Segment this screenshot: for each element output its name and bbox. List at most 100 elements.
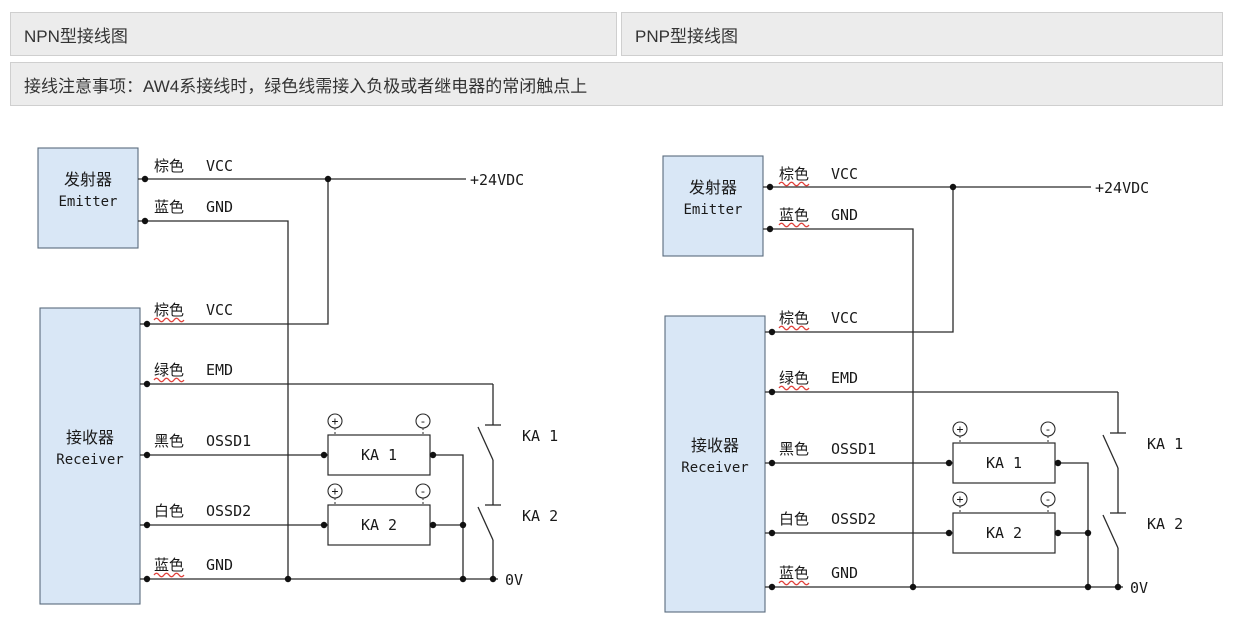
relay-ka1-label: KA 1 [361, 446, 397, 464]
nc-contact-ka1 [477, 424, 501, 461]
switch-ka1-label: KA 1 [522, 427, 558, 445]
minus-sign: - [420, 484, 427, 498]
relay-ka1-box [327, 434, 431, 476]
emitter-label-cn: 发射器 [64, 171, 112, 189]
junction-dot [143, 380, 151, 388]
npn-wiring-diagram: 发射器 Emitter 接收器 Receiver KA 1 KA 2 + - [37, 147, 558, 605]
spellcheck-squiggle [778, 580, 810, 586]
ka1-plus-terminal: + [952, 421, 968, 443]
receiver-label-cn: 接收器 [66, 429, 114, 447]
relay-ka2-label: KA 2 [361, 516, 397, 534]
wire-emitter-gnd [763, 228, 914, 587]
junction-dot [459, 575, 467, 583]
plus-sign: + [332, 484, 339, 498]
ka2-plus-terminal: + [327, 483, 343, 505]
relay-ka2-box [952, 512, 1056, 554]
relay-ka1-label: KA 1 [986, 454, 1022, 472]
wires [763, 186, 1123, 588]
junction-dot [324, 175, 332, 183]
wire-receiver-vcc [140, 179, 329, 325]
junction-dot [141, 217, 149, 225]
relay-ka2-box [327, 504, 431, 546]
contact-blade [1102, 434, 1119, 469]
ka1-minus-terminal: - [1040, 421, 1056, 443]
junction-dot [143, 320, 151, 328]
junction-dot [143, 451, 151, 459]
junction-dot [489, 575, 497, 583]
minus-sign: - [1045, 492, 1052, 506]
spellcheck-squiggle [778, 222, 810, 228]
wiring-note-text: 接线注意事项：AW4系接线时，绿色线需接入负极或者继电器的常闭触点上 [24, 76, 588, 96]
junction-dot [1054, 459, 1062, 467]
receiver-label-cn: 接收器 [691, 437, 739, 455]
contact-blade [1102, 514, 1119, 549]
nc-contact-ka2 [1102, 512, 1126, 549]
plus-sign: + [332, 414, 339, 428]
pnp-section-header: PNP型接线图 [621, 12, 1223, 56]
npn-section-header: NPN型接线图 [10, 12, 617, 56]
pnp-wiring-diagram: 发射器 Emitter 接收器 Receiver KA 1 KA 2 + - [662, 155, 1183, 613]
junction-dot [1084, 529, 1092, 537]
zero-volt-label: 0V [1130, 579, 1148, 597]
receiver-label-en: Receiver [681, 460, 748, 476]
junction-dot [768, 459, 776, 467]
junction-dot [320, 451, 328, 459]
receiver-label-en: Receiver [56, 452, 123, 468]
switch-ka2-label: KA 2 [522, 507, 558, 525]
wire-receiver-vcc [765, 187, 954, 333]
junction-dot [320, 521, 328, 529]
ka1-minus-terminal: - [415, 413, 431, 435]
nc-contact-ka2 [477, 504, 501, 541]
relay-ka2-label: KA 2 [986, 524, 1022, 542]
wires [138, 178, 498, 580]
spellcheck-squiggle [778, 385, 810, 391]
junction-dot [909, 583, 917, 591]
ka2-minus-terminal: - [415, 483, 431, 505]
wire-emitter-gnd [138, 220, 289, 579]
spellcheck-squiggle [778, 325, 810, 331]
junction-dot [768, 328, 776, 336]
emitter-box [662, 155, 764, 257]
junction-dot [459, 521, 467, 529]
emitter-label-en: Emitter [683, 202, 742, 218]
junction-dot [1114, 583, 1122, 591]
minus-sign: - [420, 414, 427, 428]
junction-dot [1054, 529, 1062, 537]
junction-dots [766, 183, 1122, 591]
junction-dot [768, 529, 776, 537]
junction-dot [141, 175, 149, 183]
junction-dot [945, 459, 953, 467]
emitter-label-cn: 发射器 [689, 179, 737, 197]
ka1-plus-terminal: + [327, 413, 343, 435]
spellcheck-squiggle [153, 317, 185, 323]
junction-dot [768, 583, 776, 591]
contact-blade [477, 426, 494, 461]
receiver-box [39, 307, 141, 605]
junction-dot [429, 451, 437, 459]
wiring-note-bar: 接线注意事项：AW4系接线时，绿色线需接入负极或者继电器的常闭触点上 [10, 62, 1223, 106]
junction-dot [429, 521, 437, 529]
emitter-box [37, 147, 139, 249]
spellcheck-squiggle [778, 181, 810, 187]
ka2-plus-terminal: + [952, 491, 968, 513]
zero-volt-label: 0V [505, 571, 523, 589]
junction-dots [141, 175, 497, 583]
plus-sign: + [957, 492, 964, 506]
spellcheck-squiggle [153, 377, 185, 383]
emitter-label-en: Emitter [58, 194, 117, 210]
junction-dot [143, 521, 151, 529]
junction-dot [143, 575, 151, 583]
relay-ka1-box [952, 442, 1056, 484]
contact-blade [477, 506, 494, 541]
